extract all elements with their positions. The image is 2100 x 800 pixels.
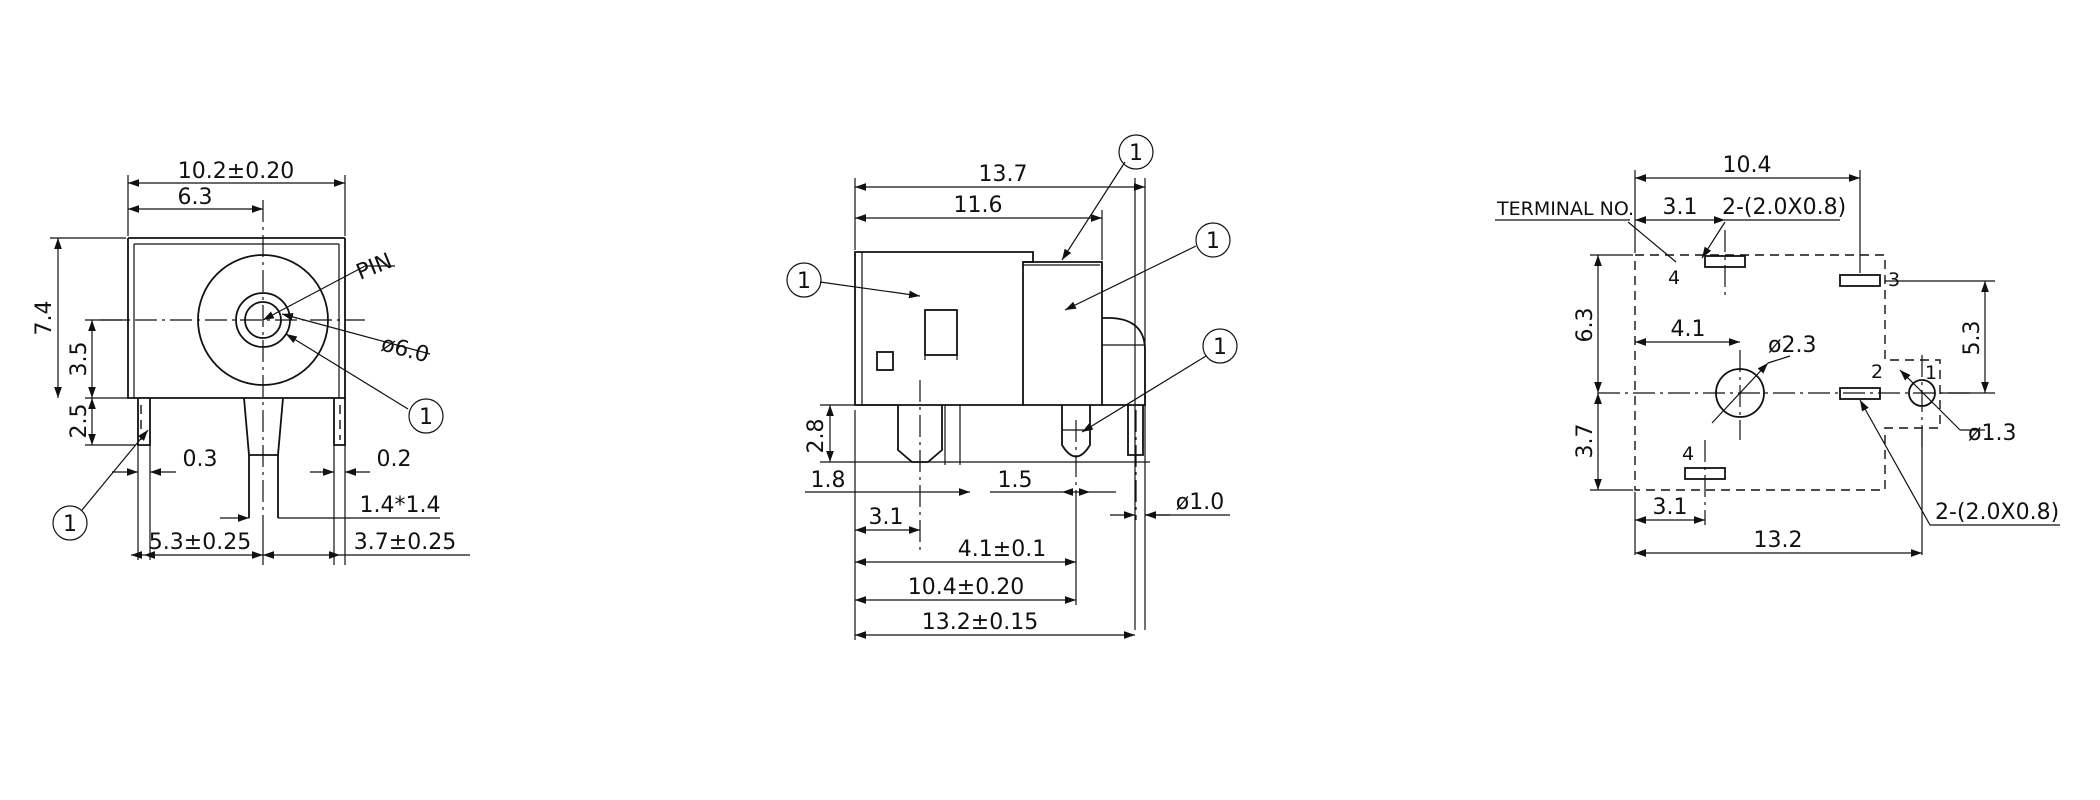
side-view: 13.7 11.6 2.8 1.8 1.5 ø1.0 3.1 4.1±0.1 1… [786, 134, 1238, 640]
side-body [854, 251, 1146, 406]
pcb-height-lower: 3.7 [1573, 424, 1598, 459]
pcb-terminal-2: 2 [1871, 361, 1883, 383]
pcb-slot-2 [1839, 387, 1881, 400]
front-pin-length: 2.5 [67, 404, 92, 439]
side-dist-c: 10.4±0.20 [908, 575, 1024, 600]
side-window-small [876, 351, 894, 371]
pcb-slot-bottom: 2-(2.0X0.8) [1935, 500, 2059, 525]
pcb-width-top: 10.4 [1723, 153, 1772, 178]
side-callout-d: 1 [1213, 335, 1227, 360]
pcb-hole-offset: 4.1 [1671, 317, 1706, 342]
front-pin-square: 1.4*1.4 [360, 493, 441, 518]
side-dist-d: 13.2±0.15 [922, 610, 1038, 635]
side-window-large [924, 309, 958, 356]
front-view: 10.2±0.20 6.3 7.4 3.5 2.5 0.3 0.2 1.4*1.… [32, 159, 470, 565]
pcb-hole-small [1908, 379, 1936, 407]
pcb-spacing-top: 3.1 [1663, 195, 1698, 220]
pcb-terminal-label: TERMINAL NO. [1496, 198, 1634, 220]
front-pin-thickness-right: 0.2 [377, 447, 412, 472]
pcb-spacing-bottom: 3.1 [1653, 495, 1688, 520]
side-callout-circle-b [786, 262, 822, 298]
side-pin-gap: 1.5 [998, 468, 1033, 493]
front-pos-right: 3.7±0.25 [354, 530, 456, 555]
pcb-layout: 10.4 TERMINAL NO. 3.1 2-(2.0X0.8) 4 6.3 … [1495, 153, 2060, 557]
side-callout-a: 1 [1129, 141, 1143, 166]
front-pin-thickness-left: 0.3 [183, 447, 218, 472]
front-height-overall: 7.4 [32, 301, 57, 336]
front-pins [137, 397, 346, 518]
pcb-terminal-4-bottom: 4 [1682, 443, 1694, 465]
front-width-overall: 10.2±0.20 [178, 159, 294, 184]
pcb-hole-large [1715, 368, 1765, 418]
side-callout-b: 1 [797, 269, 811, 294]
front-pos-left: 5.3±0.25 [149, 530, 251, 555]
front-callout-b: 1 [63, 512, 77, 537]
side-pins [897, 380, 1144, 550]
side-length-overall: 13.7 [979, 162, 1028, 187]
side-pin-height: 2.8 [804, 419, 829, 454]
front-width-center: 6.3 [178, 185, 213, 210]
side-callout-c: 1 [1206, 229, 1220, 254]
side-callout-circle-c [1195, 222, 1231, 258]
side-pin-diameter: ø1.0 [1176, 490, 1224, 515]
side-dist-a: 3.1 [869, 505, 904, 530]
pcb-width-bottom: 13.2 [1754, 528, 1803, 553]
pcb-height-left: 6.3 [1573, 308, 1598, 343]
side-dist-b: 4.1±0.1 [958, 537, 1046, 562]
front-callout-a: 1 [419, 405, 433, 430]
front-callout-circle-a [408, 398, 444, 434]
front-pin-label: PIN [353, 249, 396, 286]
front-body [100, 200, 365, 520]
pcb-slot-3 [1839, 274, 1881, 287]
side-callout-circle-d [1202, 328, 1238, 364]
front-callout-circle-b [52, 505, 88, 541]
pcb-hole-large-label: ø2.3 [1768, 333, 1816, 358]
pcb-terminal-1: 1 [1925, 362, 1937, 384]
pcb-terminal-3: 3 [1888, 269, 1900, 291]
side-pin-offset: 1.8 [811, 468, 846, 493]
pcb-slot-top: 2-(2.0X0.8) [1722, 195, 1846, 220]
pcb-terminal-4-top: 4 [1668, 267, 1680, 289]
front-height-center: 3.5 [67, 342, 92, 377]
front-bore-diameter: ø6.0 [378, 332, 431, 369]
side-length-body: 11.6 [954, 193, 1003, 218]
side-callout-circle-a [1118, 134, 1154, 170]
pcb-hole-small-label: ø1.3 [1968, 421, 2016, 446]
pcb-height-right: 5.3 [1960, 321, 1985, 356]
